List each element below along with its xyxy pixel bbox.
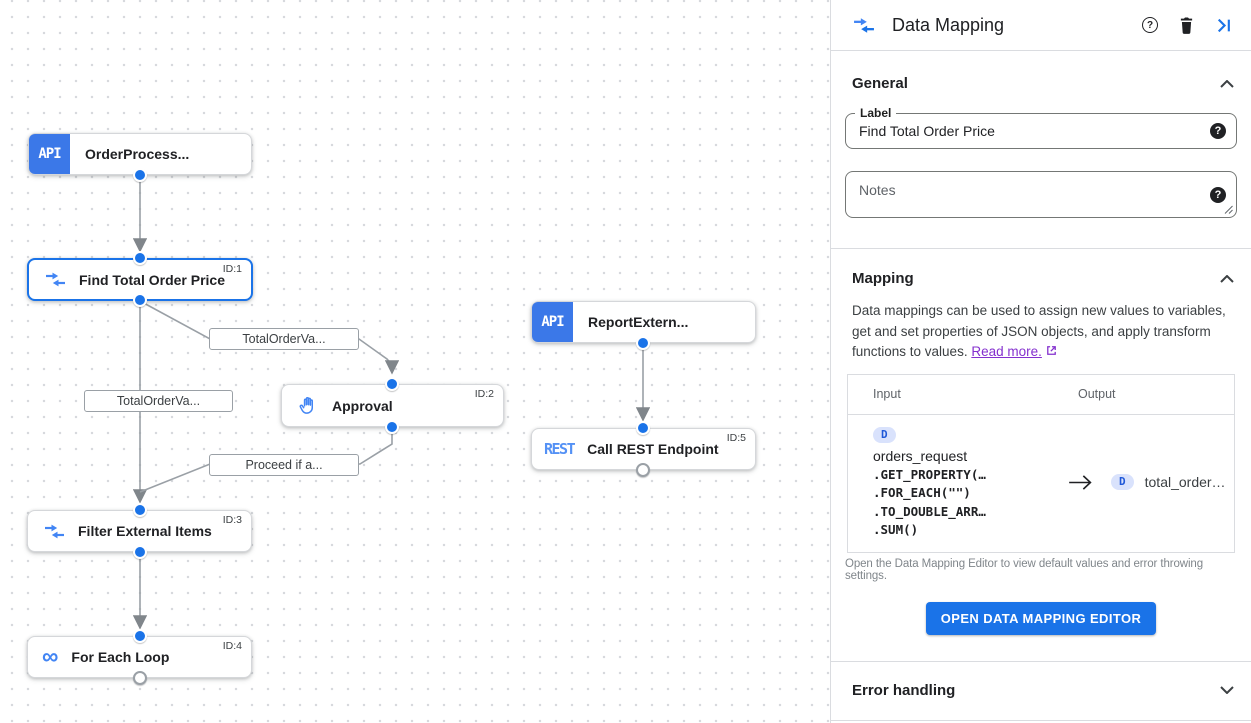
connector-port[interactable] <box>636 336 650 350</box>
label-field-label: Label <box>855 106 897 120</box>
connector-port[interactable] <box>133 293 147 307</box>
section-error-handling[interactable]: Error handling <box>845 682 1237 699</box>
flow-canvas[interactable]: API OrderProcess... ID:1 Find Total Orde… <box>0 0 830 723</box>
panel-body: General Label Find Total Order Price ? N… <box>831 51 1251 723</box>
node-find-total-order-price[interactable]: ID:1 Find Total Order Price <box>27 258 253 301</box>
node-orderprocess-trigger[interactable]: API OrderProcess... <box>28 133 252 175</box>
datatype-badge: D <box>873 426 896 443</box>
data-mapping-icon <box>45 272 66 287</box>
node-label: Call REST Endpoint <box>587 441 719 457</box>
connector-port[interactable] <box>385 420 399 434</box>
resize-handle-icon[interactable] <box>1224 205 1233 214</box>
connector-port-empty[interactable] <box>133 671 147 685</box>
trash-icon <box>1180 17 1193 34</box>
mapping-description: Data mappings can be used to assign new … <box>852 301 1230 364</box>
chevron-down-icon[interactable] <box>1220 686 1234 694</box>
flow-edges <box>132 175 651 630</box>
connector-port[interactable] <box>133 629 147 643</box>
edge-findtotal-to-approval <box>139 300 400 375</box>
section-error-handling-title: Error handling <box>852 681 956 699</box>
connector-port[interactable] <box>133 503 147 517</box>
node-label: ReportExtern... <box>588 314 689 330</box>
delete-task-button[interactable] <box>1179 17 1194 34</box>
data-mapping-config-panel: Data Mapping ? General <box>830 0 1251 723</box>
notes-placeholder: Notes <box>859 182 896 198</box>
divider <box>831 248 1251 249</box>
api-trigger-badge: API <box>532 302 573 342</box>
section-mapping[interactable]: Mapping <box>845 270 1237 287</box>
open-data-mapping-editor-button[interactable]: OPEN DATA MAPPING EDITOR <box>925 601 1157 635</box>
input-variable-name: orders_request <box>873 447 968 464</box>
chevron-up-icon[interactable] <box>1220 274 1234 283</box>
node-label: Approval <box>332 397 393 414</box>
edge-approval-to-filter <box>139 428 393 493</box>
rest-badge: REST <box>544 440 576 458</box>
node-id: ID:5 <box>726 432 746 444</box>
notes-field[interactable]: Notes ? <box>845 171 1237 218</box>
node-label: OrderProcess... <box>85 146 190 162</box>
help-icon: ? <box>1142 17 1158 33</box>
connector-port[interactable] <box>133 545 147 559</box>
label-field-value: Find Total Order Price <box>859 123 995 139</box>
read-more-link[interactable]: Read more. <box>971 344 1042 359</box>
mapping-table-header: Input Output <box>848 375 1234 415</box>
data-mapping-icon <box>44 524 65 539</box>
edge-label-proceed-if[interactable]: Proceed if a... <box>209 454 359 476</box>
help-button[interactable]: ? <box>1142 17 1158 33</box>
connector-port[interactable] <box>636 421 650 435</box>
transform-function: .FOR_EACH("") <box>873 485 971 500</box>
approval-hand-icon <box>298 395 319 416</box>
connector-port[interactable] <box>133 168 147 182</box>
section-general[interactable]: General <box>845 75 1237 92</box>
section-mapping-title: Mapping <box>852 270 914 287</box>
node-label: Find Total Order Price <box>79 271 225 288</box>
node-id: ID:4 <box>222 640 242 652</box>
transform-function: .TO_DOUBLE_ARR… <box>873 503 986 519</box>
api-trigger-badge: API <box>29 134 70 174</box>
panel-title: Data Mapping <box>892 14 1005 35</box>
collapse-panel-button[interactable] <box>1215 17 1232 34</box>
label-field[interactable]: Label Find Total Order Price ? <box>845 106 1237 149</box>
mapping-table: Input Output D orders_request .GET_PROPE… <box>847 373 1235 553</box>
data-mapping-icon <box>854 17 874 33</box>
collapse-panel-icon <box>1217 18 1230 32</box>
section-general-title: General <box>852 75 908 92</box>
mapping-row[interactable]: D orders_request .GET_PROPERTY(… .FOR_EA… <box>848 415 1234 552</box>
chevron-up-icon[interactable] <box>1220 79 1234 88</box>
output-variable-name: total_order… <box>1144 474 1226 490</box>
help-icon[interactable]: ? <box>1210 186 1226 203</box>
mapping-output-cell: D total_order… <box>1111 425 1226 540</box>
divider <box>831 719 1251 721</box>
panel-header: Data Mapping ? <box>831 0 1251 51</box>
edge-label-totalorderva-left[interactable]: TotalOrderVa... <box>84 390 233 412</box>
input-column-header: Input <box>873 387 901 401</box>
datatype-badge: D <box>1111 474 1134 490</box>
edge-label-totalorderva-right[interactable]: TotalOrderVa... <box>209 328 359 350</box>
transform-function: .GET_PROPERTY(… <box>873 466 986 482</box>
help-icon[interactable]: ? <box>1210 123 1226 139</box>
node-id: ID:1 <box>222 263 242 275</box>
node-id: ID:2 <box>474 388 494 400</box>
connector-port[interactable] <box>385 377 399 391</box>
transform-function: .SUM() <box>873 522 919 537</box>
node-id: ID:3 <box>222 514 242 526</box>
mapping-input-cell: D orders_request .GET_PROPERTY(… .FOR_EA… <box>848 425 1053 540</box>
node-approval[interactable]: ID:2 Approval <box>281 384 504 427</box>
connector-port-empty[interactable] <box>636 463 650 477</box>
mapping-description-text: Data mappings can be used to assign new … <box>852 303 1226 359</box>
mapping-table-caption: Open the Data Mapping Editor to view def… <box>845 557 1204 582</box>
connector-port[interactable] <box>133 251 147 265</box>
maps-to-arrow-icon <box>1053 425 1108 540</box>
divider <box>831 660 1251 662</box>
loop-infinity-icon: ∞ <box>42 642 59 669</box>
node-label: Filter External Items <box>78 523 212 539</box>
output-column-header: Output <box>1078 387 1116 401</box>
external-link-icon <box>1045 343 1058 364</box>
node-label: For Each Loop <box>71 649 170 665</box>
